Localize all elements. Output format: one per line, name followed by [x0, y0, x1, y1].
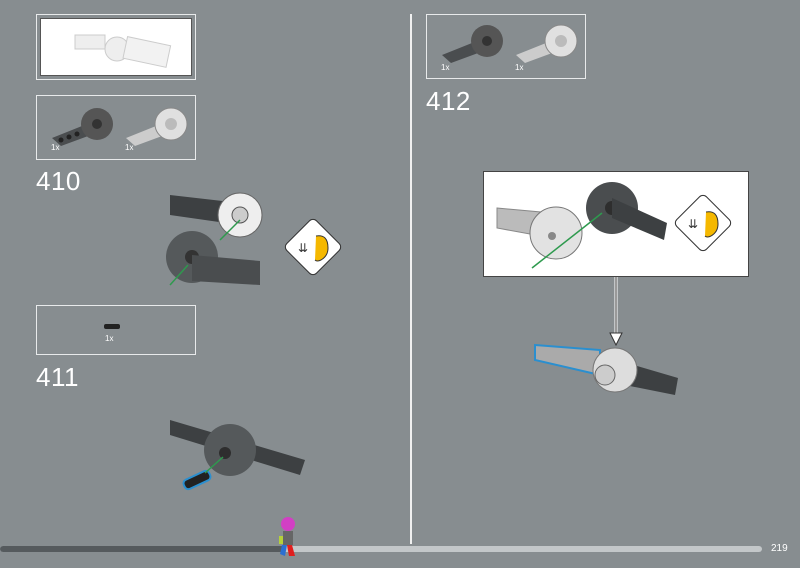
parts-list-412: 1x 1x: [426, 14, 586, 79]
minifigure-icon: [279, 517, 295, 556]
assembly-arrow: [609, 277, 623, 347]
step-number: 411: [36, 362, 79, 392]
sub-assembly-callout: ⇊: [483, 171, 749, 277]
parts-list-411: 1x: [36, 305, 196, 355]
sound-click-icon: ⇊: [674, 194, 732, 252]
part-dark-crank-icon: [52, 108, 113, 146]
part-dark-crank-icon: [442, 25, 503, 63]
submodel-preview-box: [36, 14, 196, 80]
part-qty: 1x: [125, 143, 134, 152]
svg-text:⇊: ⇊: [298, 241, 308, 255]
callout-assembly: [496, 182, 667, 269]
svg-text:⇊: ⇊: [688, 217, 698, 231]
parts-list-410: 1x 1x: [36, 95, 196, 160]
step-number: 412: [426, 86, 471, 116]
part-axle-pin-icon: [104, 324, 120, 329]
step-number: 410: [36, 166, 81, 196]
progress-bar: [0, 546, 762, 552]
part-qty: 1x: [51, 143, 60, 152]
step-412-assembly: [534, 343, 678, 395]
part-light-crank-icon: [516, 24, 578, 63]
part-qty: 1x: [105, 334, 114, 343]
step-410-assembly: [166, 192, 263, 286]
step-411-assembly: [170, 420, 305, 491]
part-qty: 1x: [515, 63, 524, 72]
column-divider: [410, 14, 412, 544]
submodel-illustration: [74, 34, 172, 68]
part-qty: 1x: [441, 63, 450, 72]
part-light-crank-icon: [126, 107, 188, 146]
page-number: 219: [771, 543, 788, 554]
sound-click-icon: ⇊: [284, 218, 342, 276]
progress-fill: [0, 546, 282, 552]
